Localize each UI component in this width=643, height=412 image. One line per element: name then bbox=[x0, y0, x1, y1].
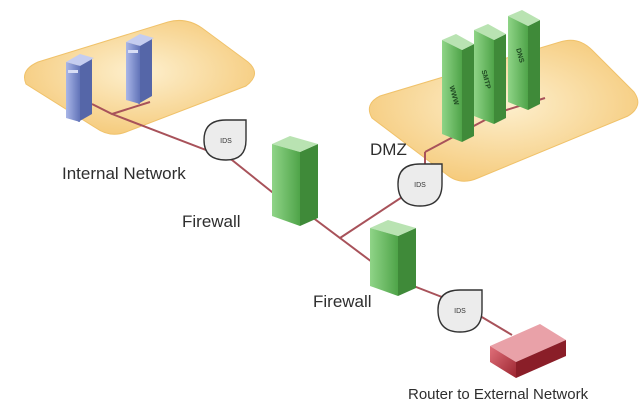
ids-badge-external-text: IDS bbox=[454, 308, 466, 315]
ids-badge-internal-text: IDS bbox=[220, 138, 232, 145]
dmz-server-www-label: WWW bbox=[448, 85, 460, 106]
firewall-lower bbox=[370, 220, 416, 296]
router-label: Router to External Network bbox=[408, 386, 589, 403]
internal-server-left bbox=[66, 54, 94, 122]
router-external bbox=[490, 324, 566, 378]
ids-badge-dmz-text: IDS bbox=[414, 182, 426, 189]
internal-server-right bbox=[126, 34, 154, 104]
dmz-label: DMZ bbox=[370, 140, 407, 159]
firewall-lower-label: Firewall bbox=[313, 292, 372, 311]
dmz-server-dns: DNS bbox=[508, 10, 540, 110]
ids-badge-dmz: IDS bbox=[397, 163, 443, 207]
firewall-upper bbox=[272, 136, 318, 226]
dmz-server-dns-label: DNS bbox=[514, 48, 525, 64]
ids-badge-external: IDS bbox=[437, 289, 483, 333]
dmz-server-smtp: SMTP bbox=[474, 24, 506, 124]
ids-badge-internal: IDS bbox=[203, 119, 247, 161]
dmz-server-www: WWW bbox=[442, 34, 474, 142]
firewall-upper-label: Firewall bbox=[182, 212, 241, 231]
internal-network-label: Internal Network bbox=[62, 164, 186, 183]
dmz-server-smtp-label: SMTP bbox=[480, 69, 492, 90]
